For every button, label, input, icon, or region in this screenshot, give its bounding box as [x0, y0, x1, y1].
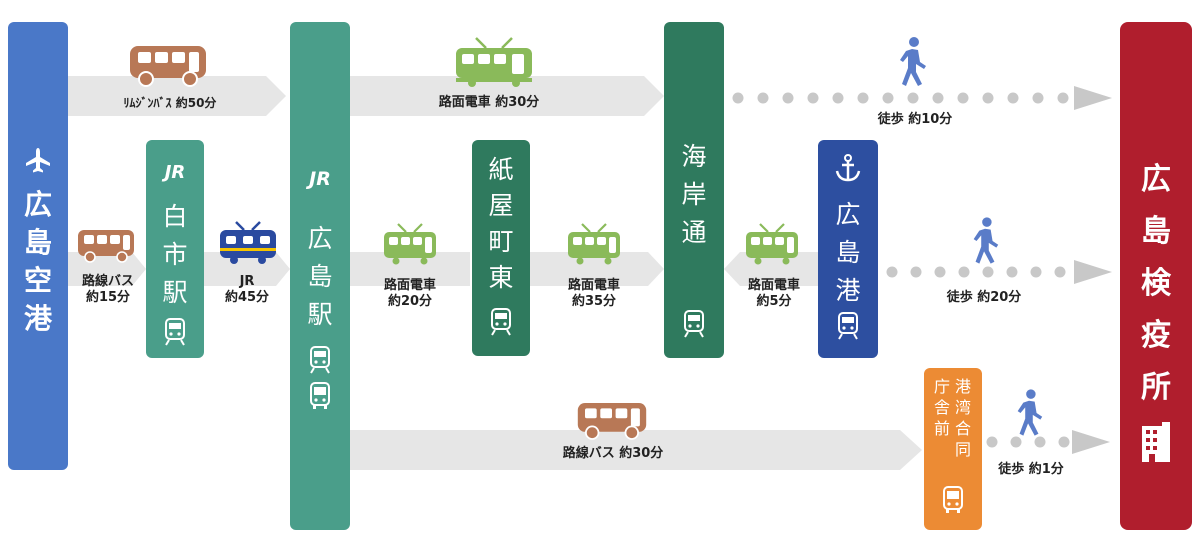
harbor-office-name-col1: 庁 舎 前: [934, 377, 951, 438]
walk-dot: [910, 266, 922, 278]
route-label-tram-20: 路面電車 約20分: [383, 278, 436, 309]
harbor-office-node[interactable]: 港 湾 合 同 庁 舎 前: [924, 368, 982, 530]
jr-train-icon: [220, 221, 276, 264]
walk-path-20: [886, 260, 1112, 284]
tram-icon: [568, 223, 620, 265]
building-icon: [1142, 422, 1170, 462]
jr-logo: JR: [309, 168, 331, 190]
route-label-local-bus-30: 路線バス 約30分: [562, 446, 664, 461]
walk-dot: [807, 92, 819, 104]
walk-dot: [832, 92, 844, 104]
route-label-walk-1: 徒歩 約1分: [998, 462, 1064, 477]
train-front-icon: [684, 310, 704, 338]
walk-dot: [886, 266, 898, 278]
arrow-tram-20: [350, 252, 470, 286]
harbor-office-name-col2: 港 湾 合 同: [955, 377, 972, 459]
walk-dot: [782, 92, 794, 104]
walk-dot: [934, 266, 946, 278]
walk-dot: [907, 92, 919, 104]
tram-icon: [456, 37, 532, 87]
walk-dot: [1030, 266, 1042, 278]
tram-icon: [746, 223, 798, 265]
arrow-local-bus-30: [350, 430, 922, 470]
walk-dot: [982, 266, 994, 278]
route-label-tram-30: 路面電車 約30分: [438, 95, 540, 110]
kamiyacho-name: 紙 屋 町 東: [488, 155, 514, 292]
walk-dot: [882, 92, 894, 104]
walk-dot: [982, 92, 994, 104]
arrow-tram-5: [724, 252, 820, 286]
arrow-jr-45: [204, 252, 290, 286]
walk-dot: [1034, 436, 1046, 448]
walk-path-10: [732, 86, 1112, 110]
walker-icon: [900, 37, 926, 86]
walker-icon: [1017, 389, 1043, 436]
hiroshima-station-name: 広 島 駅: [307, 224, 333, 329]
walk-dot: [957, 92, 969, 104]
walk-dot: [958, 266, 970, 278]
walk-dot: [1054, 266, 1066, 278]
walk-dot: [986, 436, 998, 448]
hiroshima-station-node[interactable]: JR 広 島 駅: [290, 22, 350, 530]
kaigandori-name: 海 岸 通: [681, 142, 707, 247]
shiraichi-station-node[interactable]: JR 白 市 駅: [146, 140, 204, 358]
bus-icon: [130, 46, 206, 87]
walk-dot: [1032, 92, 1044, 104]
quarantine-name: 広 島 検 疫 所: [1141, 162, 1171, 405]
anchor-icon: [835, 154, 861, 182]
arrow-tram-35: [530, 252, 664, 286]
shiraichi-name: 白 市 駅: [162, 202, 188, 307]
route-label-tram-35: 路面電車 約35分: [567, 278, 620, 309]
jr-logo: JR: [164, 162, 186, 183]
airport-name: 広 島 空 港: [23, 188, 52, 335]
kamiyacho-higashi-node[interactable]: 紙 屋 町 東: [472, 140, 530, 356]
bus-icon: [78, 230, 134, 263]
walk-dot: [932, 92, 944, 104]
kaigandori-node[interactable]: 海 岸 通: [664, 22, 724, 358]
quarantine-station-node[interactable]: 広 島 検 疫 所: [1120, 22, 1192, 530]
route-label-jr-45: JR 約45分: [224, 274, 270, 305]
route-label-walk-20: 徒歩 約20分: [946, 290, 1022, 305]
hiroshima-port-node[interactable]: 広 島 港: [818, 140, 878, 358]
route-label-tram-5: 路面電車 約5分: [747, 278, 800, 309]
route-label-local-bus-15: 路線バス 約15分: [81, 274, 134, 305]
bus-front-icon: [943, 486, 963, 513]
bus-icon: [577, 403, 647, 440]
tram-icon: [384, 223, 436, 265]
train-front-icon: [838, 312, 858, 340]
hiroshima-port-name: 広 島 港: [835, 200, 861, 305]
walk-dot: [1058, 436, 1070, 448]
airport-node[interactable]: 広 島 空 港: [8, 22, 68, 470]
walk-dot: [1006, 266, 1018, 278]
route-label-walk-10: 徒歩 約10分: [877, 112, 953, 127]
walk-dot: [1007, 92, 1019, 104]
train-front-icon: [165, 318, 185, 346]
walk-dot: [1010, 436, 1022, 448]
walk-dot: [757, 92, 769, 104]
walker-icon: [973, 217, 999, 264]
bus-front-icon: [310, 382, 330, 409]
airplane-icon: [26, 148, 50, 173]
train-front-icon: [310, 346, 330, 374]
walk-dot: [732, 92, 744, 104]
walk-dot: [857, 92, 869, 104]
walk-path-1: [986, 430, 1110, 454]
walk-dot: [1057, 92, 1069, 104]
arrow-tram-30: [350, 76, 664, 116]
arrow-limousine: [68, 76, 286, 116]
route-label-limousine: ﾘﾑｼﾞﾝﾊﾞｽ 約50分: [123, 96, 217, 110]
train-front-icon: [491, 308, 511, 336]
